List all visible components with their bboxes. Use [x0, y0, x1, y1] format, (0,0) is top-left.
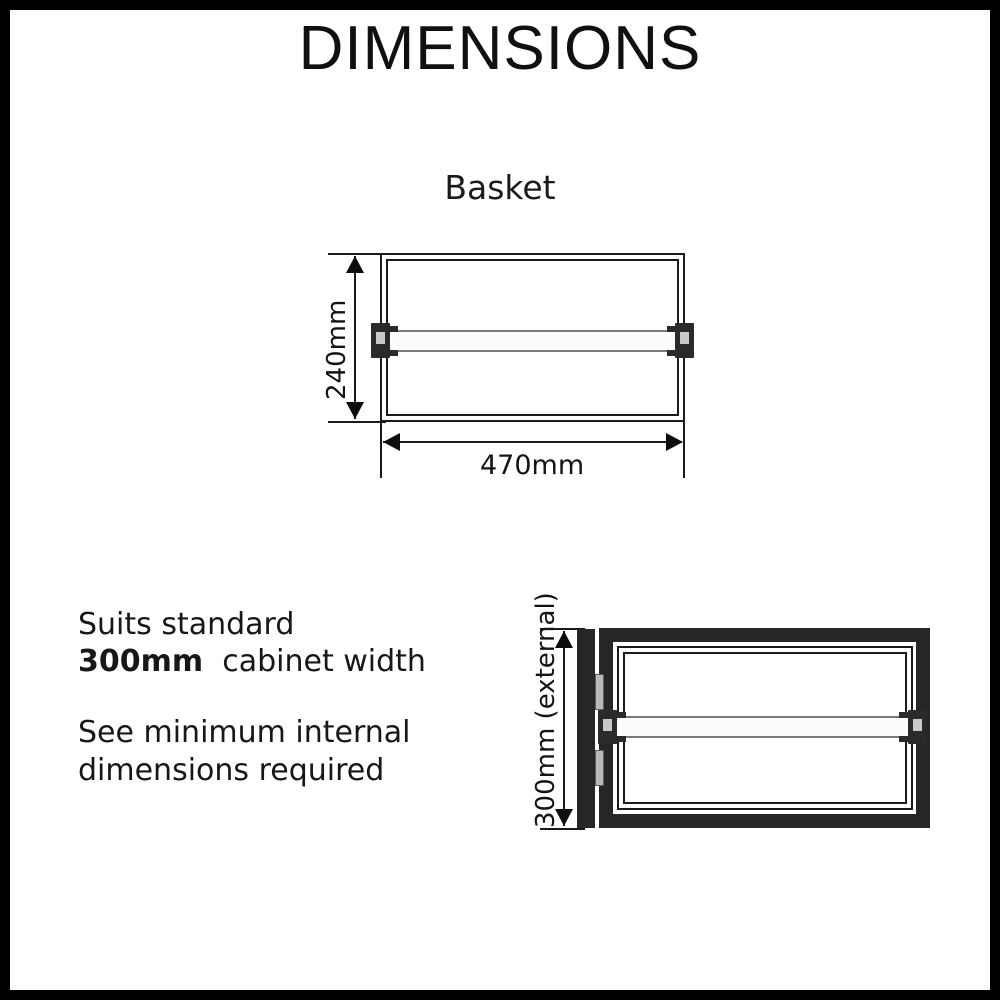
cabinet-dim-extension-line-bottom	[540, 828, 585, 830]
page-title: DIMENSIONS	[298, 14, 702, 83]
cabinet-height-label: 300mm (external)	[531, 592, 561, 828]
drawer-runner-top	[595, 674, 604, 710]
cabinet-width-value: 300mm	[78, 644, 204, 679]
cabinet-side-panel	[577, 629, 595, 828]
cabinet-dim-extension-line-top	[540, 628, 585, 630]
height-dimension-line	[354, 256, 356, 419]
width-dimension-arrow-left-icon	[383, 433, 400, 451]
cabinet-side-panel-gap	[595, 629, 599, 828]
cabinet-height-dimension-line	[563, 631, 565, 826]
dim-extension-line-right	[683, 422, 685, 478]
cabinet-height-arrow-up-icon	[555, 631, 573, 648]
height-dimension-arrow-up-icon	[346, 256, 364, 273]
cabinet-width-text: cabinet width	[222, 644, 426, 679]
cabinet-center-rail	[610, 716, 920, 738]
note-line-3: See minimum internal	[78, 715, 411, 750]
dim-extension-line-top	[328, 253, 386, 255]
note-line-2: 300mm cabinet width	[78, 643, 426, 681]
cabinet-height-arrow-down-icon	[555, 809, 573, 826]
drawer-runner-bottom	[595, 750, 604, 786]
height-dimension-arrow-down-icon	[346, 402, 364, 419]
note-line-4: dimensions required	[78, 753, 385, 788]
width-dimension-line	[383, 441, 682, 443]
dim-extension-line-bottom	[328, 421, 386, 423]
note-line-1: Suits standard	[78, 607, 295, 642]
basket-height-label: 240mm	[322, 299, 352, 400]
basket-width-label: 470mm	[480, 450, 585, 481]
basket-view-caption: Basket	[444, 168, 556, 207]
basket-center-rail	[386, 330, 680, 352]
dim-extension-line-left	[380, 422, 382, 478]
width-dimension-arrow-right-icon	[666, 433, 683, 451]
